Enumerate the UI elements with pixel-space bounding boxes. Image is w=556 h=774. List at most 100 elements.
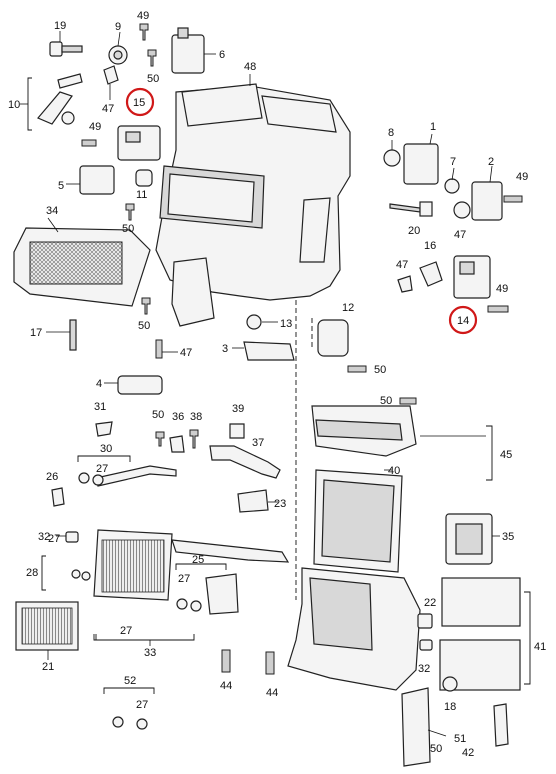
part-40-evaporator <box>313 469 403 573</box>
label-19: 19 <box>54 20 66 32</box>
part-49-screw-right-a <box>503 195 523 203</box>
label-38: 38 <box>190 411 202 423</box>
part-27-clip-b <box>176 598 202 612</box>
part-1-actuator <box>403 133 439 185</box>
part-49-screw-right-b <box>487 305 509 313</box>
label-23: 23 <box>274 498 286 510</box>
part-20-rod <box>389 201 433 217</box>
part-39-clip <box>229 423 245 439</box>
part-10-lever-assembly <box>20 73 83 131</box>
part-13-grommet <box>246 314 278 330</box>
label-11: 11 <box>136 189 147 201</box>
part-32-grommet-a <box>56 531 79 543</box>
label-9: 9 <box>115 21 121 33</box>
label-49: 49 <box>516 171 528 183</box>
label-39: 39 <box>232 403 244 415</box>
highlight-circle-15 <box>125 87 155 117</box>
part-44-pin-a <box>221 649 231 673</box>
label-47: 47 <box>180 347 192 359</box>
part-30-pipe <box>77 455 177 487</box>
label-27: 27 <box>96 463 108 475</box>
part-21-heat-exchanger <box>15 601 79 660</box>
part-18-grommet <box>442 676 458 692</box>
label-30: 30 <box>100 443 112 455</box>
label-50: 50 <box>152 409 164 421</box>
part-50-screw-f <box>155 431 165 447</box>
part-3-duct <box>232 341 295 361</box>
label-44: 44 <box>220 680 232 692</box>
part-34-vent-panel <box>13 217 151 307</box>
part-38-screw <box>189 429 199 449</box>
label-47: 47 <box>396 259 408 271</box>
part-23-bracket <box>237 489 278 513</box>
part-22-clip <box>417 613 433 629</box>
part-26-clip <box>51 487 65 507</box>
part-50-screw-e <box>399 397 417 405</box>
label-52: 52 <box>124 675 136 687</box>
label-34: 34 <box>46 205 58 217</box>
label-21: 21 <box>42 661 54 673</box>
part-31-clip <box>95 421 113 437</box>
label-50: 50 <box>430 743 442 755</box>
label-1: 1 <box>430 121 436 133</box>
part-42-clip <box>493 703 509 747</box>
part-52-clip-group <box>103 687 155 730</box>
part-47-clip-c <box>397 275 413 293</box>
part-number-labels: 19 9 49 6 48 50 10 47 15 49 8 1 7 2 49 5… <box>8 10 546 759</box>
label-12: 12 <box>342 302 354 314</box>
part-41-filters <box>439 577 531 691</box>
label-36: 36 <box>172 411 184 423</box>
part-9-gear <box>108 31 128 65</box>
label-33: 33 <box>144 647 156 659</box>
label-27: 27 <box>136 699 148 711</box>
part-50-screw-c <box>347 365 367 373</box>
part-50-screw-a <box>147 49 157 67</box>
label-3: 3 <box>222 343 228 355</box>
part-14-actuator <box>453 255 491 299</box>
part-6-actuator <box>171 27 216 74</box>
label-42: 42 <box>462 747 474 759</box>
part-19-sensor <box>49 31 83 57</box>
part-4-connector <box>104 375 163 395</box>
highlight-circle-14 <box>448 305 478 335</box>
label-32: 32 <box>418 663 430 675</box>
label-15: 15 <box>133 97 145 109</box>
label-50: 50 <box>147 73 159 85</box>
part-28-clip-group <box>41 555 91 591</box>
label-14: 14 <box>457 315 469 327</box>
label-17: 17 <box>30 327 42 339</box>
label-16: 16 <box>424 240 436 252</box>
label-2: 2 <box>488 156 494 168</box>
part-lower-housing <box>287 567 421 691</box>
label-50: 50 <box>122 223 134 235</box>
part-33-heater-core <box>93 529 195 646</box>
label-48: 48 <box>244 61 256 73</box>
label-45: 45 <box>500 449 512 461</box>
label-50: 50 <box>380 395 392 407</box>
part-49-screw-left <box>81 139 97 147</box>
label-27: 27 <box>48 533 60 545</box>
part-11-grommet <box>135 169 153 187</box>
part-16-lever <box>419 261 443 287</box>
label-8: 8 <box>388 127 394 139</box>
label-28: 28 <box>26 567 38 579</box>
label-49: 49 <box>137 10 149 22</box>
label-22: 22 <box>424 597 436 609</box>
part-50-screw-d <box>141 297 151 315</box>
label-20: 20 <box>408 225 420 237</box>
part-37-hose <box>209 445 281 479</box>
label-27: 27 <box>120 625 132 637</box>
part-45-housing-top <box>311 405 493 481</box>
part-49-screw-top <box>139 23 149 41</box>
label-4: 4 <box>96 378 102 390</box>
label-27: 27 <box>178 573 190 585</box>
label-47: 47 <box>102 103 114 115</box>
label-18: 18 <box>444 701 456 713</box>
part-44-pin-b <box>265 651 275 675</box>
part-47-clip-b <box>453 201 471 219</box>
part-50-screw-b <box>125 203 135 221</box>
label-49: 49 <box>496 283 508 295</box>
part-27-clip-a <box>78 472 104 486</box>
part-25-pipe <box>171 539 290 615</box>
